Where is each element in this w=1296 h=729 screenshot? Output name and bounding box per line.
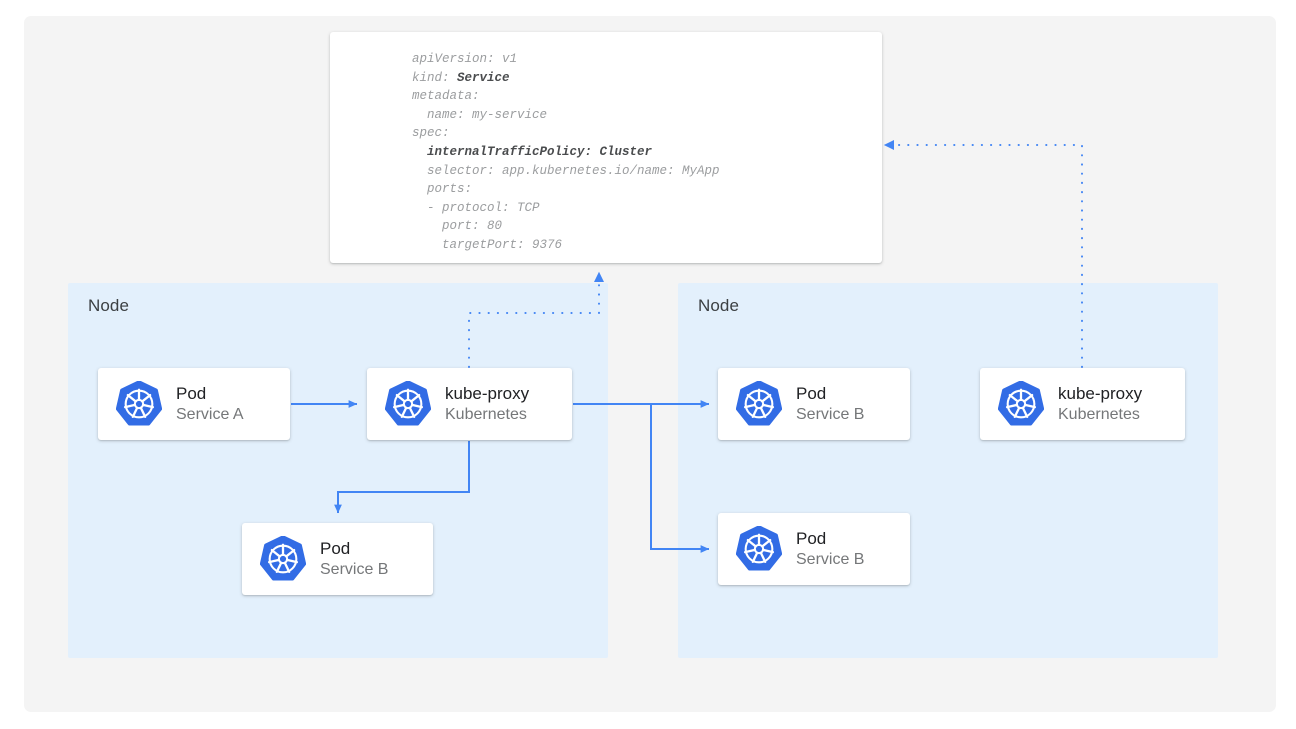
card-pod-service-b-right-bottom[interactable]: Pod Service B — [718, 513, 910, 585]
card-title: Pod — [320, 538, 351, 558]
yaml-line: port: 80 — [412, 219, 503, 234]
node-group-right: Node — [678, 283, 1218, 658]
yaml-line: selector: app.kubernetes.io/name: MyApp — [412, 163, 720, 178]
card-pod-service-b-right-top[interactable]: Pod Service B — [718, 368, 910, 440]
yaml-line: spec: — [412, 126, 450, 141]
card-subtitle: Kubernetes — [1058, 405, 1140, 423]
yaml-line: name: my-service — [412, 107, 548, 122]
node-label-right: Node — [698, 296, 740, 315]
card-subtitle: Service B — [796, 550, 865, 568]
kubernetes-icon — [735, 380, 783, 427]
kubernetes-icon — [384, 380, 432, 427]
yaml-line: - protocol: TCP — [412, 200, 540, 215]
card-kube-proxy-right[interactable]: kube-proxy Kubernetes — [980, 368, 1185, 440]
card-title: Pod — [796, 383, 827, 403]
card-subtitle: Service A — [176, 405, 244, 423]
card-pod-service-b-left[interactable]: Pod Service B — [242, 523, 433, 595]
kubernetes-icon — [735, 525, 783, 572]
yaml-line: apiVersion: v1 — [412, 52, 518, 66]
card-kube-proxy-left[interactable]: kube-proxy Kubernetes — [367, 368, 572, 440]
yaml-line: ports: — [412, 182, 473, 197]
kubernetes-icon — [259, 535, 307, 582]
kubernetes-icon — [115, 380, 163, 427]
yaml-line: targetPort: 9376 — [412, 237, 563, 252]
card-pod-service-a[interactable]: Pod Service A — [98, 368, 290, 440]
service-spec-card: apiVersion: v1 kind: Service metadata: nam… — [330, 32, 882, 263]
yaml-bold-value: Service — [457, 70, 510, 85]
node-label-left: Node — [88, 296, 130, 315]
card-title: kube-proxy — [445, 383, 530, 403]
card-subtitle: Kubernetes — [445, 405, 527, 423]
yaml-line: metadata: — [412, 89, 480, 104]
yaml-line: kind: Service — [412, 70, 510, 85]
kubernetes-icon — [997, 380, 1045, 427]
card-subtitle: Service B — [796, 405, 865, 423]
card-title: kube-proxy — [1058, 383, 1143, 403]
service-spec-yaml: apiVersion: v1 kind: Service metadata: nam… — [330, 50, 882, 255]
yaml-line: internalTrafficPolicy: Cluster — [412, 144, 653, 159]
card-title: Pod — [796, 528, 827, 548]
card-subtitle: Service B — [320, 560, 389, 578]
node-group-left: Node — [68, 283, 608, 658]
card-title: Pod — [176, 383, 207, 403]
